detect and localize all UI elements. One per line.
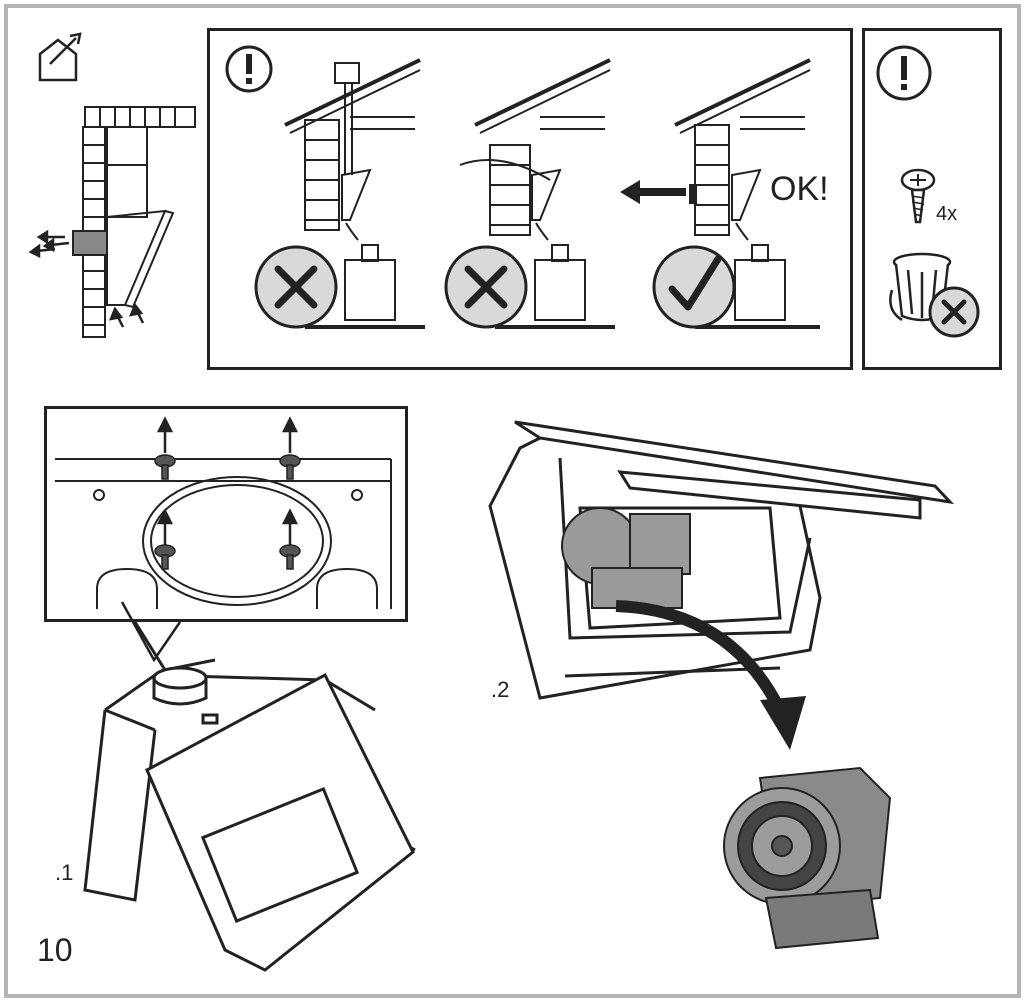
curved-arrow bbox=[615, 600, 806, 750]
ok-label: OK! bbox=[770, 170, 829, 208]
trash-bin-icon bbox=[889, 252, 980, 338]
page-number: 10 bbox=[37, 932, 73, 968]
screw-removal-detail bbox=[44, 406, 408, 622]
wall-installation-diagram bbox=[28, 106, 196, 338]
cross-icon bbox=[444, 245, 528, 329]
callout-line bbox=[120, 601, 182, 663]
house-outlet-icon bbox=[38, 32, 82, 82]
blower-motor bbox=[723, 766, 892, 950]
scenario-wrong-1 bbox=[284, 58, 425, 329]
hood-step-1 bbox=[83, 621, 416, 972]
scenario-wrong-2 bbox=[459, 58, 615, 329]
screw-removal-illustration bbox=[55, 416, 392, 609]
screw-icon bbox=[900, 168, 936, 224]
cross-icon bbox=[254, 245, 338, 329]
screw-count: 4x bbox=[936, 203, 958, 225]
warning-icon bbox=[876, 45, 932, 101]
step-2-label: .2 bbox=[491, 677, 510, 702]
check-icon bbox=[652, 245, 736, 329]
arrow-left-icon bbox=[620, 180, 686, 204]
page-frame bbox=[4, 4, 1021, 998]
step-1-label: .1 bbox=[55, 860, 74, 885]
warning-icon bbox=[225, 45, 273, 93]
scenario-correct bbox=[674, 58, 820, 329]
hood-step-2 bbox=[488, 420, 955, 700]
